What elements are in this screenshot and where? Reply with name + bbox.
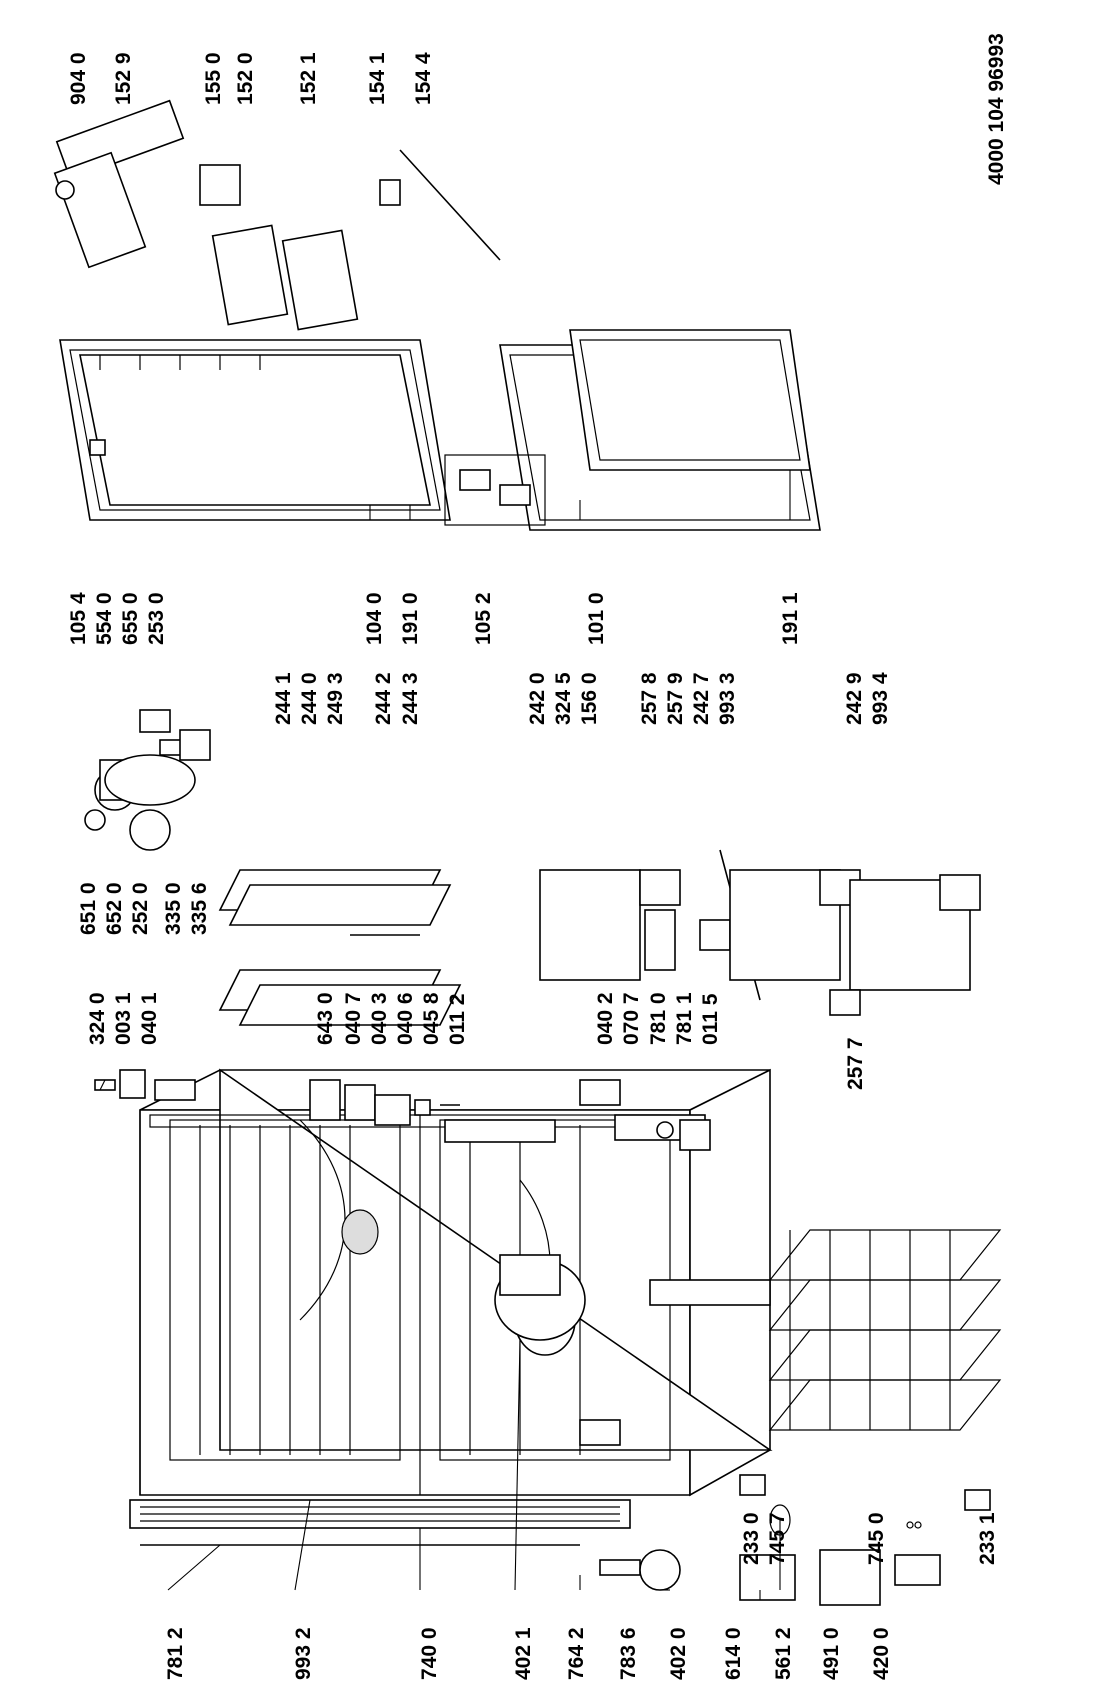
label-244-3: 244 3 xyxy=(399,672,422,725)
label-904-0: 904 0 xyxy=(67,52,90,105)
label-324-5: 324 5 xyxy=(552,672,575,725)
label-242-0: 242 0 xyxy=(526,672,549,725)
label-740-0: 740 0 xyxy=(418,1627,441,1680)
label-257-8: 257 8 xyxy=(638,672,661,725)
label-040-3: 040 3 xyxy=(368,992,391,1045)
label-040-1: 040 1 xyxy=(138,992,161,1045)
label-491-0: 491 0 xyxy=(820,1627,843,1680)
label-242-7: 242 7 xyxy=(690,672,713,725)
label-745-7: 745 7 xyxy=(766,1512,789,1565)
label-244-0: 244 0 xyxy=(298,672,321,725)
label-993-4: 993 4 xyxy=(869,672,892,725)
label-651-0: 651 0 xyxy=(77,882,100,935)
label-745-0: 745 0 xyxy=(865,1512,888,1565)
label-643-0: 643 0 xyxy=(314,992,337,1045)
label-045-8: 045 8 xyxy=(420,992,443,1045)
thermostat-lamp-parts xyxy=(84,709,211,851)
label-191-1: 191 1 xyxy=(779,592,802,645)
label-993-2: 993 2 xyxy=(292,1627,315,1680)
label-191-0: 191 0 xyxy=(399,592,422,645)
label-040-2: 040 2 xyxy=(594,992,617,1045)
label-249-3: 249 3 xyxy=(324,672,347,725)
document-reference: 4000 104 96993 xyxy=(985,33,1008,185)
part-labels: 781 2 993 2 740 0 402 1 764 2 783 6 402 … xyxy=(67,33,1008,1680)
label-154-4: 154 4 xyxy=(412,52,435,105)
label-070-7: 070 7 xyxy=(620,992,643,1045)
label-402-1: 402 1 xyxy=(512,1627,535,1680)
label-152-1: 152 1 xyxy=(297,52,320,105)
label-003-1: 003 1 xyxy=(112,992,135,1045)
label-154-1: 154 1 xyxy=(366,52,389,105)
label-335-0: 335 0 xyxy=(162,882,185,935)
label-242-9: 242 9 xyxy=(843,672,866,725)
label-324-0: 324 0 xyxy=(86,992,109,1045)
label-781-0: 781 0 xyxy=(647,992,670,1045)
label-783-6: 783 6 xyxy=(617,1627,640,1680)
label-101-0: 101 0 xyxy=(585,592,608,645)
label-105-4: 105 4 xyxy=(67,592,90,645)
label-764-2: 764 2 xyxy=(565,1627,588,1680)
label-233-0: 233 0 xyxy=(740,1512,763,1565)
compressor-parts xyxy=(494,1254,941,1606)
label-244-1: 244 1 xyxy=(272,672,295,725)
label-655-0: 655 0 xyxy=(119,592,142,645)
label-152-0: 152 0 xyxy=(234,52,257,105)
label-402-0: 402 0 xyxy=(667,1627,690,1680)
label-257-7: 257 7 xyxy=(844,1037,867,1090)
label-011-5: 011 5 xyxy=(699,993,722,1045)
label-105-2: 105 2 xyxy=(472,592,495,645)
shelves-drawers xyxy=(218,849,981,1026)
label-781-2: 781 2 xyxy=(164,1627,187,1680)
label-233-1: 233 1 xyxy=(976,1512,999,1565)
label-252-0: 252 0 xyxy=(129,882,152,935)
label-155-0: 155 0 xyxy=(202,52,225,105)
door-shelves xyxy=(53,99,501,331)
label-993-3: 993 3 xyxy=(716,672,739,725)
label-040-6: 040 6 xyxy=(394,992,417,1045)
label-420-0: 420 0 xyxy=(870,1627,893,1680)
label-040-7: 040 7 xyxy=(342,992,365,1045)
label-244-2: 244 2 xyxy=(372,672,395,725)
label-652-0: 652 0 xyxy=(103,882,126,935)
label-561-2: 561 2 xyxy=(772,1627,795,1680)
label-152-9: 152 9 xyxy=(112,52,135,105)
label-614-0: 614 0 xyxy=(722,1627,745,1680)
hinge-hardware xyxy=(94,1069,771,1306)
leader-lines xyxy=(99,470,791,1600)
doors xyxy=(59,329,821,531)
condenser xyxy=(129,1499,631,1529)
label-554-0: 554 0 xyxy=(93,592,116,645)
label-156-0: 156 0 xyxy=(578,672,601,725)
wire-racks xyxy=(739,1229,1002,1536)
label-253-0: 253 0 xyxy=(145,592,168,645)
label-257-9: 257 9 xyxy=(664,672,687,725)
label-335-6: 335 6 xyxy=(188,882,211,935)
label-104-0: 104 0 xyxy=(363,592,386,645)
label-781-1: 781 1 xyxy=(673,992,696,1045)
label-011-2: 011 2 xyxy=(446,994,469,1045)
